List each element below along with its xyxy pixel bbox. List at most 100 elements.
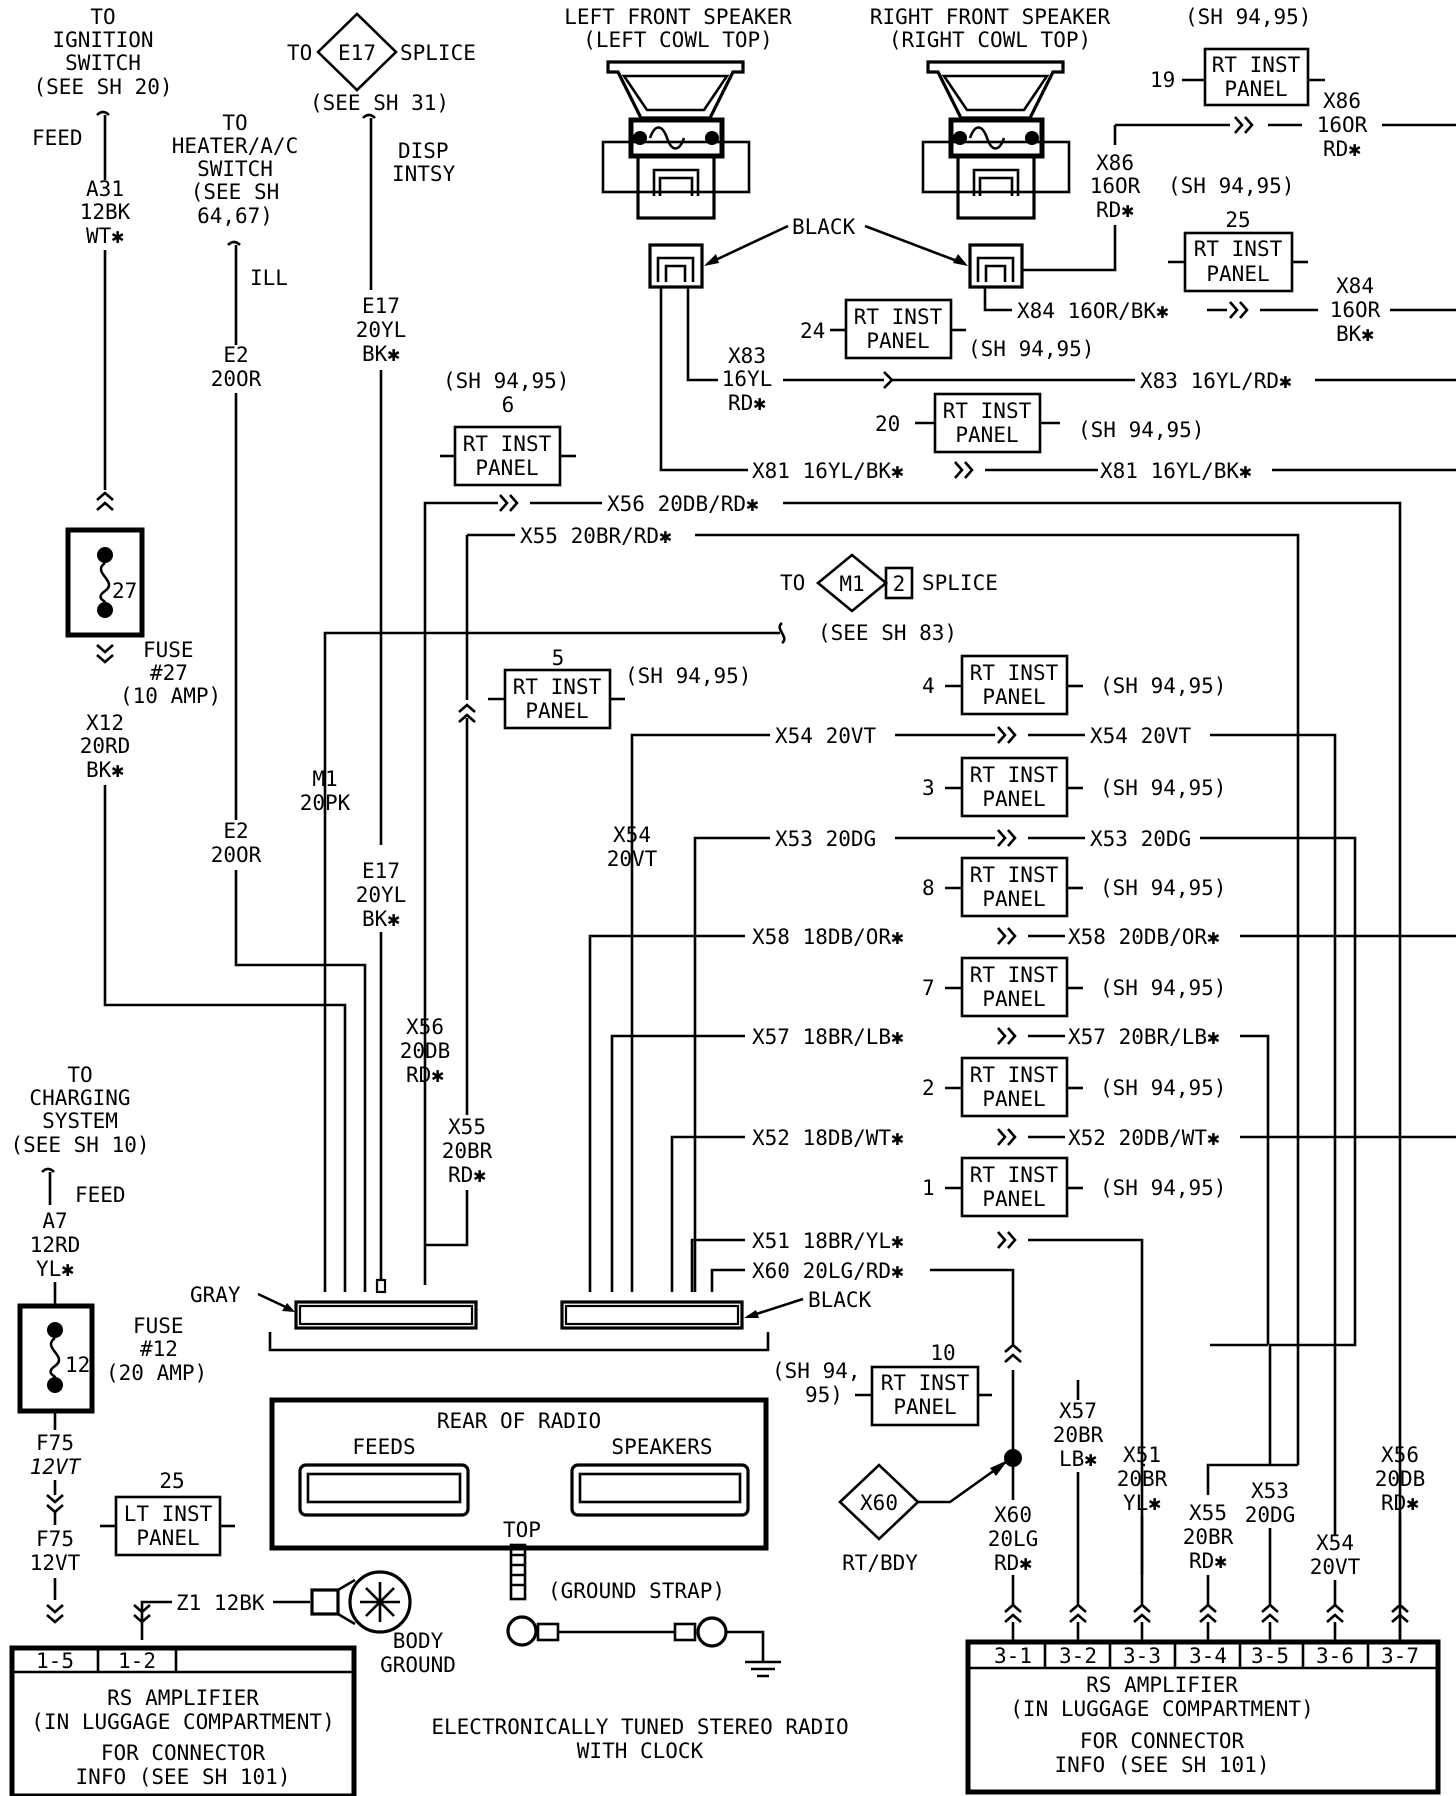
svg-text:20OR: 20OR [211,367,262,391]
svg-text:RD✱: RD✱ [1096,198,1134,222]
svg-text:FOR CONNECTOR: FOR CONNECTOR [101,1741,266,1765]
svg-text:3-1: 3-1 [994,1644,1032,1668]
svg-text:(IN LUGGAGE COMPARTMENT): (IN LUGGAGE COMPARTMENT) [31,1710,334,1734]
panel-num: 10 [930,1341,955,1365]
svg-text:3-4: 3-4 [1189,1644,1227,1668]
svg-text:RT INST: RT INST [854,305,943,329]
x54-wire-label-vertical: X54 20VT [607,823,658,871]
svg-text:3-2: 3-2 [1059,1644,1097,1668]
gray-connector-label: GRAY [190,1283,241,1307]
x53-wire [693,836,770,1292]
svg-text:X56: X56 [1381,1443,1419,1467]
svg-text:BK✱: BK✱ [362,907,400,931]
rear-of-radio: REAR OF RADIO FEEDS SPEAKERS [269,1397,769,1551]
svg-text:#12: #12 [140,1337,178,1361]
svg-text:BK✱: BK✱ [86,758,124,782]
connector-break [95,643,115,664]
svg-text:20BR: 20BR [442,1139,493,1163]
rt-inst-panel-20: RT INST PANEL [915,392,1060,454]
svg-text:16YL: 16YL [722,367,773,391]
body-ground-label: BODY GROUND [380,1629,456,1677]
svg-text:X51: X51 [1123,1443,1161,1467]
svg-text:WT✱: WT✱ [86,224,124,248]
svg-text:RD✱: RD✱ [1189,1549,1227,1573]
svg-text:CHARGING: CHARGING [29,1086,130,1110]
rt-inst-panel-24: RT INST PANEL [830,298,966,360]
svg-text:A31: A31 [86,177,124,201]
svg-text:RT INST: RT INST [1212,53,1301,77]
charging-system-label: TO CHARGING SYSTEM (SEE SH 10) [10,1063,149,1157]
panel-num: 25 [159,1469,184,1493]
rt-inst-panel-19: RT INST PANEL [1182,47,1325,107]
x60-wire-label: X60 20LG/RD✱ [752,1259,904,1283]
x84-wire-label-right: X84 16OR BK✱ [1330,274,1381,346]
svg-text:DISP: DISP [398,139,449,163]
e2-wire [234,870,367,1292]
connector-break [95,491,115,512]
svg-text:3-7: 3-7 [1381,1644,1419,1668]
disp-intsy-label: DISP INTSY [392,139,456,186]
svg-text:12: 12 [65,1353,90,1377]
svg-text:PANEL: PANEL [955,423,1018,447]
x60-splice-tag: X60 [838,1463,920,1541]
svg-text:3-3: 3-3 [1123,1644,1161,1668]
svg-text:20VT: 20VT [1310,1555,1361,1579]
svg-text:(LEFT COWL TOP): (LEFT COWL TOP) [583,28,773,52]
x53-wire-label-right: X53 20DG [1245,1479,1296,1527]
black-radio-connector [560,1300,744,1330]
sh-ref: (SH 94,95) [625,664,751,688]
svg-text:64,67): 64,67) [197,204,273,228]
svg-text:3-5: 3-5 [1251,1644,1289,1668]
e2-wire-label-lower: E2 20OR [211,819,262,867]
svg-text:RT INST: RT INST [513,675,602,699]
rt-inst-panel-25: RT INST PANEL [1168,231,1308,293]
x52-wire [670,1135,745,1292]
fuse-27: 27 [65,527,145,638]
x53-wire-label-right: X53 20DG [1090,827,1191,851]
sh-ref: (SH 94,95) [1100,674,1226,698]
svg-text:(20 AMP): (20 AMP) [106,1361,207,1385]
svg-text:REAR OF RADIO: REAR OF RADIO [437,1409,601,1433]
x57-wire-label-right: X57 20BR LB✱ [1053,1399,1104,1471]
left-front-speaker-icon [601,60,751,220]
svg-text:SWITCH: SWITCH [197,157,273,181]
rt-inst-panel-1: RT INST PANEL [945,1156,1083,1218]
svg-text:PANEL: PANEL [982,1187,1045,1211]
fuse-27-label: FUSE #27 (10 AMP) [120,638,221,708]
sh-ref: (SH 94,95) [1100,776,1226,800]
rt-inst-panel-5: RT INST PANEL [488,668,625,730]
svg-text:F75: F75 [36,1431,74,1455]
x86-wire-label-left: X86 16OR RD✱ [1090,151,1141,222]
svg-text:1-2: 1-2 [118,1649,156,1673]
e17-wire-label-lower: E17 20YL BK✱ [356,859,407,931]
ground-strap-label: (GROUND STRAP) [548,1579,725,1603]
svg-text:X54: X54 [613,823,651,847]
svg-text:E17: E17 [362,859,400,883]
svg-text:M1: M1 [839,572,864,596]
panel-num: 5 [552,646,565,670]
e2-wire-label: E2 20OR [211,343,262,391]
ignition-switch-label: TO IGNITION SWITCH (SEE SH 20) [33,5,172,99]
sh-ref: (SH 94,95) [1185,5,1311,29]
svg-text:16OR: 16OR [1090,174,1141,198]
svg-text:X55: X55 [1189,1501,1227,1525]
svg-text:20BR: 20BR [1053,1423,1104,1447]
svg-text:20YL: 20YL [356,318,407,342]
svg-text:LB✱: LB✱ [1059,1447,1097,1471]
sh-ref: (SH 94,95) [1100,1076,1226,1100]
x54-wire-label-right: X54 20VT [1310,1531,1361,1579]
svg-text:PANEL: PANEL [982,685,1045,709]
top-label: TOP [503,1518,541,1542]
x60-wire [710,1268,745,1292]
svg-text:RT INST: RT INST [970,763,1059,787]
m1-splice-tag: M1 2 [815,553,914,613]
svg-text:RT INST: RT INST [943,399,1032,423]
svg-text:12VT: 12VT [30,1551,81,1575]
right-front-speaker-icon [921,60,1071,220]
svg-text:YL✱: YL✱ [1123,1491,1161,1515]
svg-text:PANEL: PANEL [475,456,538,480]
svg-text:20VT: 20VT [607,847,658,871]
sh-ref: (SH 94,95) [1100,876,1226,900]
svg-text:PANEL: PANEL [893,1395,956,1419]
